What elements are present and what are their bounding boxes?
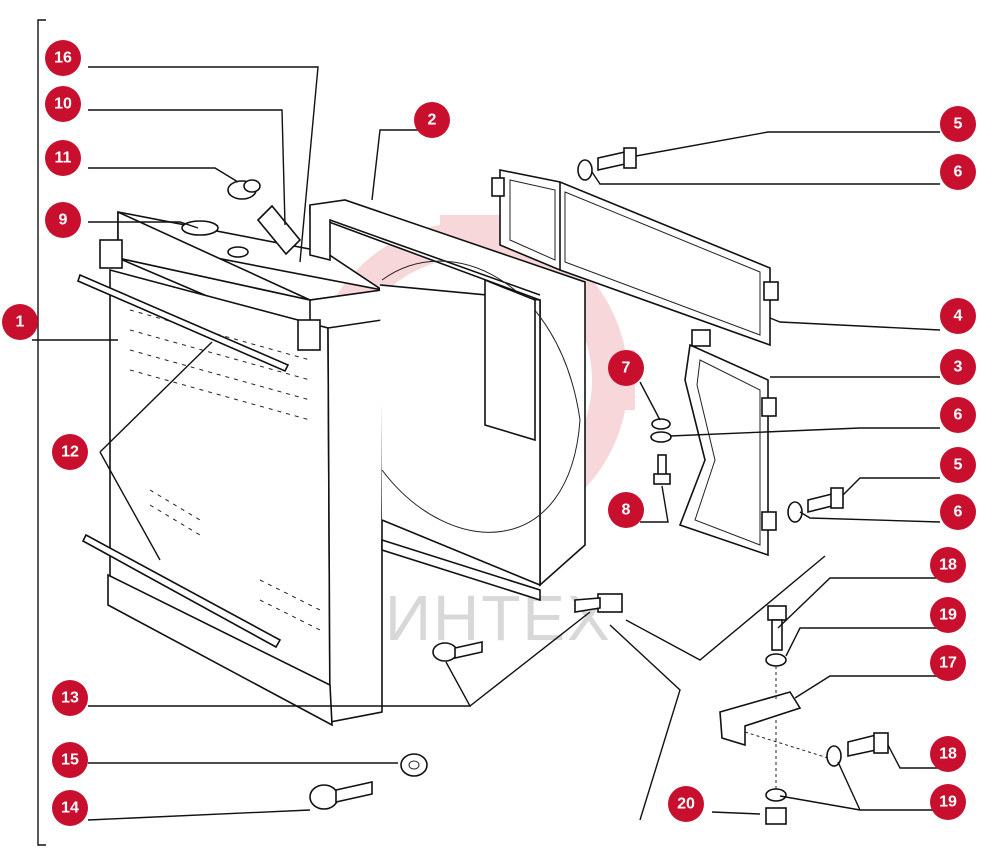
callout-13: 13 — [52, 680, 88, 716]
callout-label: 19 — [939, 607, 957, 624]
callout-label: 15 — [61, 752, 79, 769]
callout-label: 1 — [16, 314, 25, 331]
bracket-17 — [719, 691, 802, 747]
callout-17: 17 — [930, 645, 966, 681]
upper-guard — [491, 169, 779, 347]
washer-19-bottom — [765, 788, 787, 802]
callout-label: 20 — [677, 796, 695, 813]
callout-3: 3 — [940, 349, 976, 385]
callout-label: 4 — [954, 308, 963, 325]
callout-label: 14 — [61, 800, 79, 817]
callout-label: 6 — [954, 504, 963, 521]
callout-9: 9 — [45, 202, 81, 238]
callout-label: 10 — [54, 96, 72, 113]
bolt-8 — [653, 454, 671, 485]
assembly-bracket — [37, 19, 46, 846]
callout-12: 12 — [52, 434, 88, 470]
callout-19-side: 19 — [930, 784, 966, 820]
callout-4: 4 — [940, 298, 976, 334]
callout-label: 7 — [622, 360, 631, 377]
callout-7: 7 — [608, 350, 644, 386]
callout-18-top: 18 — [930, 547, 966, 583]
callout-5-mid: 5 — [940, 447, 976, 483]
bolt-18-top — [767, 605, 787, 651]
rubber-strip — [77, 273, 290, 649]
callout-5-top: 5 — [940, 106, 976, 142]
washer-6-top — [577, 159, 593, 181]
callout-label: 19 — [939, 794, 957, 811]
callout-16: 16 — [45, 40, 81, 76]
watermark-text: ИНТЕХ — [385, 582, 612, 654]
callout-11: 11 — [45, 140, 81, 176]
washer-6-mid — [787, 501, 803, 523]
callout-label: 3 — [954, 359, 963, 376]
washer-19-top — [765, 653, 787, 667]
callout-label: 5 — [954, 457, 963, 474]
washer-7 — [650, 418, 672, 443]
callout-label: 16 — [54, 50, 72, 67]
washer-19-side — [826, 745, 842, 767]
callout-label: 9 — [59, 212, 68, 229]
radiator — [99, 179, 383, 727]
callout-19-top: 19 — [930, 597, 966, 633]
bolt-14 — [309, 781, 373, 810]
nut-15 — [400, 753, 428, 777]
callout-label: 8 — [622, 502, 631, 519]
callout-label: 6 — [954, 407, 963, 424]
callout-14: 14 — [52, 790, 88, 826]
callout-15: 15 — [52, 742, 88, 778]
bolt-18-side — [847, 732, 889, 757]
callout-label: 11 — [55, 150, 72, 167]
callout-1: 1 — [2, 304, 38, 340]
callout-label: 5 — [954, 116, 963, 133]
callout-18-side: 18 — [930, 736, 966, 772]
bolt-13b — [574, 593, 623, 613]
callout-6-top: 6 — [940, 154, 976, 190]
callout-2: 2 — [414, 102, 450, 138]
callout-label: 13 — [61, 690, 79, 707]
callout-label: 12 — [61, 444, 79, 461]
lower-guard — [678, 329, 777, 557]
fan-shroud — [309, 199, 586, 602]
callout-20: 20 — [668, 786, 704, 822]
callout-6-mid: 6 — [940, 397, 976, 433]
bolt-13a — [432, 641, 483, 662]
leader-lines — [32, 66, 941, 821]
nut-20 — [765, 807, 787, 825]
callout-label: 6 — [954, 164, 963, 181]
callout-10: 10 — [45, 86, 81, 122]
bolt-5-mid — [807, 487, 844, 514]
callout-label: 18 — [939, 557, 957, 574]
callout-label: 2 — [428, 112, 437, 129]
callout-6-low: 6 — [940, 494, 976, 530]
callout-label: 17 — [939, 655, 957, 672]
callout-label: 18 — [939, 746, 957, 763]
bolt-5-top — [597, 147, 637, 171]
callout-8: 8 — [608, 492, 644, 528]
